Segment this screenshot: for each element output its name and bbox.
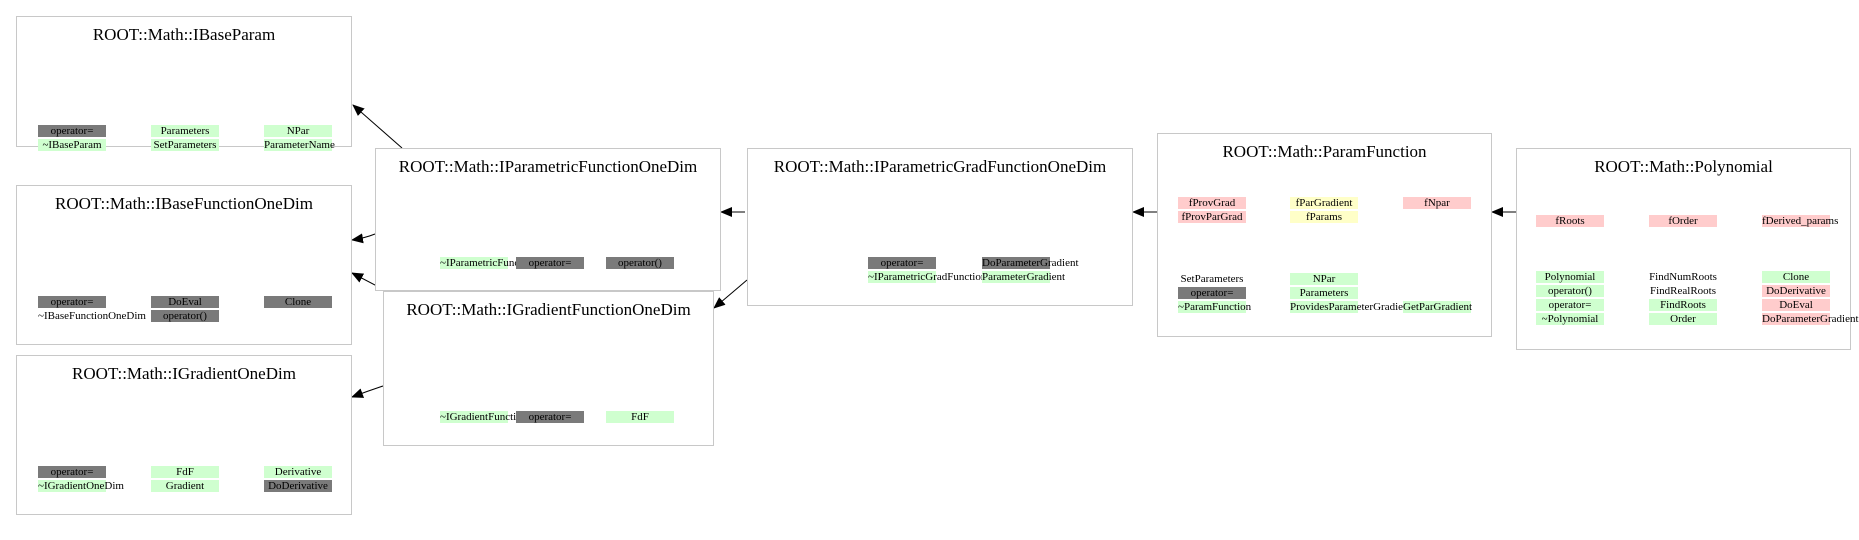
member-destructor[interactable]: ~IGradientOneDim bbox=[38, 480, 124, 492]
member-destructor[interactable]: ~Polynomial bbox=[1536, 313, 1604, 325]
arrow-iparametric-to-ibaseparam bbox=[352, 104, 403, 149]
member-destructor[interactable]: ~ParamFunction bbox=[1178, 301, 1252, 313]
member-parameters[interactable]: Parameters bbox=[151, 125, 219, 137]
member-fprovgrad[interactable]: fProvGrad bbox=[1178, 197, 1246, 209]
member-operator-call[interactable]: operator() bbox=[1536, 285, 1604, 297]
class-paramfunction[interactable]: ROOT::Math::ParamFunction fProvGrad fPro… bbox=[1157, 133, 1492, 337]
member-getpargradient[interactable]: GetParGradient bbox=[1403, 301, 1473, 313]
member-doparametergradient[interactable]: DoParameterGradient bbox=[982, 257, 1079, 269]
member-operator-assign[interactable]: operator= bbox=[1536, 299, 1604, 311]
member-order[interactable]: Order bbox=[1649, 313, 1717, 325]
class-ibaseparam[interactable]: ROOT::Math::IBaseParam operator= ~IBaseP… bbox=[16, 16, 352, 151]
member-fprovpargrad[interactable]: fProvParGrad bbox=[1178, 211, 1246, 223]
class-title: ROOT::Math::IGradientOneDim bbox=[72, 364, 296, 383]
member-operator-assign[interactable]: operator= bbox=[516, 257, 584, 269]
class-title: ROOT::Math::IParametricFunctionOneDim bbox=[398, 157, 698, 176]
member-parametergradient[interactable]: ParameterGradient bbox=[982, 271, 1066, 283]
member-doparametergradient[interactable]: DoParameterGradient bbox=[1762, 313, 1859, 325]
class-ibasefunctiononedim[interactable]: ROOT::Math::IBaseFunctionOneDim operator… bbox=[16, 185, 352, 345]
class-title: ROOT::Math::IGradientFunctionOneDim bbox=[406, 300, 691, 319]
class-iparametricgradfunctiononedim[interactable]: ROOT::Math::IParametricGradFunctionOneDi… bbox=[747, 148, 1133, 306]
arrow-iparametricgrad-to-igradientfunction bbox=[713, 279, 748, 309]
class-title: ROOT::Math::IBaseParam bbox=[92, 25, 276, 44]
class-title: ROOT::Math::IParametricGradFunctionOneDi… bbox=[773, 157, 1107, 176]
class-polynomial[interactable]: ROOT::Math::Polynomial fRoots fOrder fDe… bbox=[1516, 148, 1859, 350]
member-clone[interactable]: Clone bbox=[1762, 271, 1830, 283]
arrow-igradientfunction-to-igradientonedim bbox=[351, 385, 384, 398]
class-title: ROOT::Math::Polynomial bbox=[1594, 157, 1773, 176]
member-fnpar[interactable]: fNpar bbox=[1403, 197, 1471, 209]
member-findrealroots[interactable]: FindRealRoots bbox=[1649, 285, 1716, 297]
member-findnumroots[interactable]: FindNumRoots bbox=[1649, 271, 1717, 283]
member-derivative[interactable]: Derivative bbox=[264, 466, 332, 478]
member-doderivative[interactable]: DoDerivative bbox=[264, 480, 332, 492]
member-fdf[interactable]: FdF bbox=[151, 466, 219, 478]
class-title: ROOT::Math::IBaseFunctionOneDim bbox=[55, 194, 313, 213]
member-destructor[interactable]: ~IBaseParam bbox=[38, 139, 106, 151]
member-clone[interactable]: Clone bbox=[264, 296, 332, 308]
member-doeval[interactable]: DoEval bbox=[1762, 299, 1830, 311]
member-froots[interactable]: fRoots bbox=[1536, 215, 1604, 227]
member-operator-assign[interactable]: operator= bbox=[516, 411, 584, 423]
class-title: ROOT::Math::ParamFunction bbox=[1222, 142, 1427, 161]
member-parametername[interactable]: ParameterName bbox=[264, 139, 335, 151]
member-doeval[interactable]: DoEval bbox=[151, 296, 219, 308]
member-fparams[interactable]: fParams bbox=[1290, 211, 1358, 223]
member-destructor[interactable]: ~IGradientFunctionOneDim bbox=[440, 411, 566, 423]
member-setparameters[interactable]: SetParameters bbox=[1180, 273, 1244, 285]
class-igradientfunctiononedim[interactable]: ROOT::Math::IGradientFunctionOneDim ~IGr… bbox=[383, 291, 714, 446]
class-iparametricfunctiononedim[interactable]: ROOT::Math::IParametricFunctionOneDim ~I… bbox=[375, 148, 721, 291]
member-fpargradient[interactable]: fParGradient bbox=[1290, 197, 1358, 209]
member-findroots[interactable]: FindRoots bbox=[1649, 299, 1717, 311]
member-operator-call[interactable]: operator() bbox=[606, 257, 674, 269]
member-doderivative[interactable]: DoDerivative bbox=[1762, 285, 1830, 297]
member-fderived-params[interactable]: fDerived_params bbox=[1762, 215, 1839, 227]
member-npar[interactable]: NPar bbox=[264, 125, 332, 137]
member-destructor[interactable]: ~IParametricGradFunctionOneDim bbox=[868, 271, 1025, 283]
member-destructor[interactable]: ~IBaseFunctionOneDim bbox=[38, 310, 146, 322]
member-operator-assign[interactable]: operator= bbox=[868, 257, 936, 269]
member-destructor[interactable]: ~IParametricFunctionOneDim bbox=[440, 257, 575, 269]
member-polynomial[interactable]: Polynomial bbox=[1536, 271, 1604, 283]
member-operator-call[interactable]: operator() bbox=[151, 310, 219, 322]
member-operator-assign[interactable]: operator= bbox=[1178, 287, 1246, 299]
member-npar[interactable]: NPar bbox=[1290, 273, 1358, 285]
member-operator-assign[interactable]: operator= bbox=[38, 125, 106, 137]
arrow-iparametric-to-ibasefunction bbox=[351, 233, 376, 244]
class-igradientonedim[interactable]: ROOT::Math::IGradientOneDim operator= ~I… bbox=[16, 355, 352, 515]
member-operator-assign[interactable]: operator= bbox=[38, 466, 106, 478]
member-setparameters[interactable]: SetParameters bbox=[151, 139, 219, 151]
member-providesparametergradient[interactable]: ProvidesParameterGradient bbox=[1290, 301, 1412, 313]
member-operator-assign[interactable]: operator= bbox=[38, 296, 106, 308]
member-fdf[interactable]: FdF bbox=[606, 411, 674, 423]
member-parameters[interactable]: Parameters bbox=[1290, 287, 1358, 299]
member-gradient[interactable]: Gradient bbox=[151, 480, 219, 492]
member-forder[interactable]: fOrder bbox=[1649, 215, 1717, 227]
